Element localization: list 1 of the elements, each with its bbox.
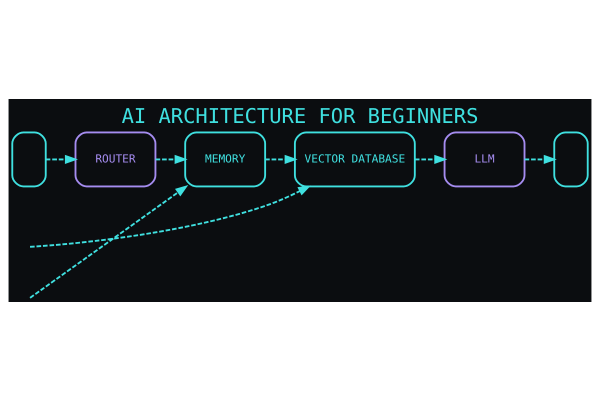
diagram-title: AI ARCHITECTURE FOR BEGINNERS	[122, 103, 478, 128]
